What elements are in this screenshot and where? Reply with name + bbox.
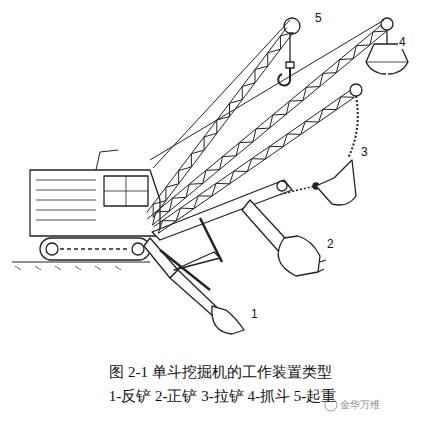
lattice-stroke: [254, 70, 255, 83]
lattice-stroke: [156, 211, 169, 213]
lattice-stroke: [223, 155, 236, 157]
lattice-stroke: [290, 100, 303, 102]
lattice-stroke: [336, 60, 339, 73]
backhoe-bucket: [212, 306, 244, 334]
lattice-stroke: [356, 44, 369, 46]
lattice-stroke: [255, 66, 268, 70]
lattice-stroke: [153, 31, 387, 225]
callout-number: 3: [360, 146, 369, 159]
lattice-stroke: [301, 122, 305, 135]
lattice-stroke: [158, 97, 354, 233]
lattice-stroke: [253, 129, 256, 142]
watermark: 金华万维: [340, 399, 380, 410]
lattice-stroke: [340, 58, 353, 60]
lattice-stroke: [189, 183, 202, 185]
crawler-track: [40, 238, 150, 260]
lattice-stroke: [165, 187, 166, 200]
lattice-stroke: [323, 109, 336, 110]
lattice-stroke: [216, 120, 217, 133]
lattice-stroke: [323, 72, 336, 74]
lattice-stroke: [230, 100, 243, 104]
lattice-stroke: [336, 97, 340, 110]
lattice-stroke: [230, 171, 234, 184]
lattice-stroke: [147, 25, 381, 219]
lattice-stroke: [265, 146, 269, 159]
lattice-stroke: [219, 157, 222, 170]
lattice-stroke: [306, 86, 319, 88]
ground-line: [12, 262, 150, 263]
lattice-stroke: [229, 103, 230, 116]
lattice-stroke: [373, 31, 386, 33]
lattice-stroke: [179, 167, 192, 171]
lattice-stroke: [268, 49, 281, 53]
lattice-stroke: [286, 101, 289, 114]
lattice-stroke: [191, 154, 192, 167]
lattice-stroke: [203, 170, 206, 183]
lattice-stroke: [280, 36, 281, 49]
lattice-stroke: [163, 220, 176, 221]
lattice-stroke: [212, 183, 216, 196]
lattice-stroke: [153, 32, 293, 217]
lattice-stroke: [280, 32, 293, 36]
lattice-stroke: [370, 32, 373, 45]
boom-sheave: [284, 18, 300, 34]
lattice-stroke: [216, 183, 229, 184]
lattice-stroke: [166, 184, 179, 188]
callout-number: 5: [314, 12, 323, 25]
backhoe-boom: [144, 238, 178, 278]
callout-number: 4: [398, 36, 407, 49]
lattice-stroke: [303, 87, 306, 100]
lattice-stroke: [150, 20, 384, 160]
lattice-stroke: [252, 158, 265, 159]
lattice-stroke: [158, 221, 162, 234]
lattice-stroke: [234, 171, 247, 172]
lattice-stroke: [287, 133, 300, 134]
lattice-stroke: [173, 197, 186, 199]
lattice-stroke: [239, 141, 252, 143]
lattice-stroke: [256, 128, 269, 130]
lattice-stroke: [153, 212, 156, 225]
lattice-stroke: [353, 46, 356, 59]
lattice-stroke: [154, 91, 350, 227]
dragline-bucket: [316, 160, 356, 205]
lattice-stroke: [341, 96, 354, 97]
lattice-booms: [147, 20, 387, 233]
lattice-stroke: [204, 137, 205, 150]
lattice-stroke: [153, 204, 154, 217]
lattice-stroke: [191, 150, 204, 154]
lattice-stroke: [186, 184, 189, 197]
lattice-stroke: [236, 143, 239, 156]
lattice-stroke: [198, 195, 211, 196]
lattice-stroke: [176, 208, 180, 221]
lattice-stroke: [153, 201, 166, 205]
lattice-stroke: [283, 134, 287, 147]
lattice-stroke: [273, 114, 286, 116]
lattice-stroke: [242, 86, 243, 99]
callout-number: 2: [326, 238, 335, 251]
machine-body: [30, 170, 160, 236]
lattice-stroke: [319, 109, 323, 122]
lattice-stroke: [247, 159, 251, 172]
lattice-stroke: [169, 198, 172, 211]
lattice-stroke: [242, 83, 255, 87]
lattice-stroke: [217, 117, 230, 121]
lattice-stroke: [194, 196, 198, 209]
shovel-bucket: [278, 236, 320, 276]
lattice-stroke: [320, 73, 323, 86]
lattice-stroke: [267, 53, 268, 66]
lattice-stroke: [270, 115, 273, 128]
lattice-stroke: [270, 146, 283, 147]
lattice-stroke: [180, 208, 193, 209]
lattice-stroke: [206, 169, 219, 171]
lattice-stroke: [204, 133, 217, 137]
grab-bucket: [366, 30, 408, 74]
callout-number: 1: [250, 308, 259, 321]
lattice-stroke: [305, 121, 318, 122]
figure-caption: 图 2-1 单斗挖掘机的工作装置类型: [0, 364, 441, 381]
lattice-stroke: [178, 171, 179, 184]
